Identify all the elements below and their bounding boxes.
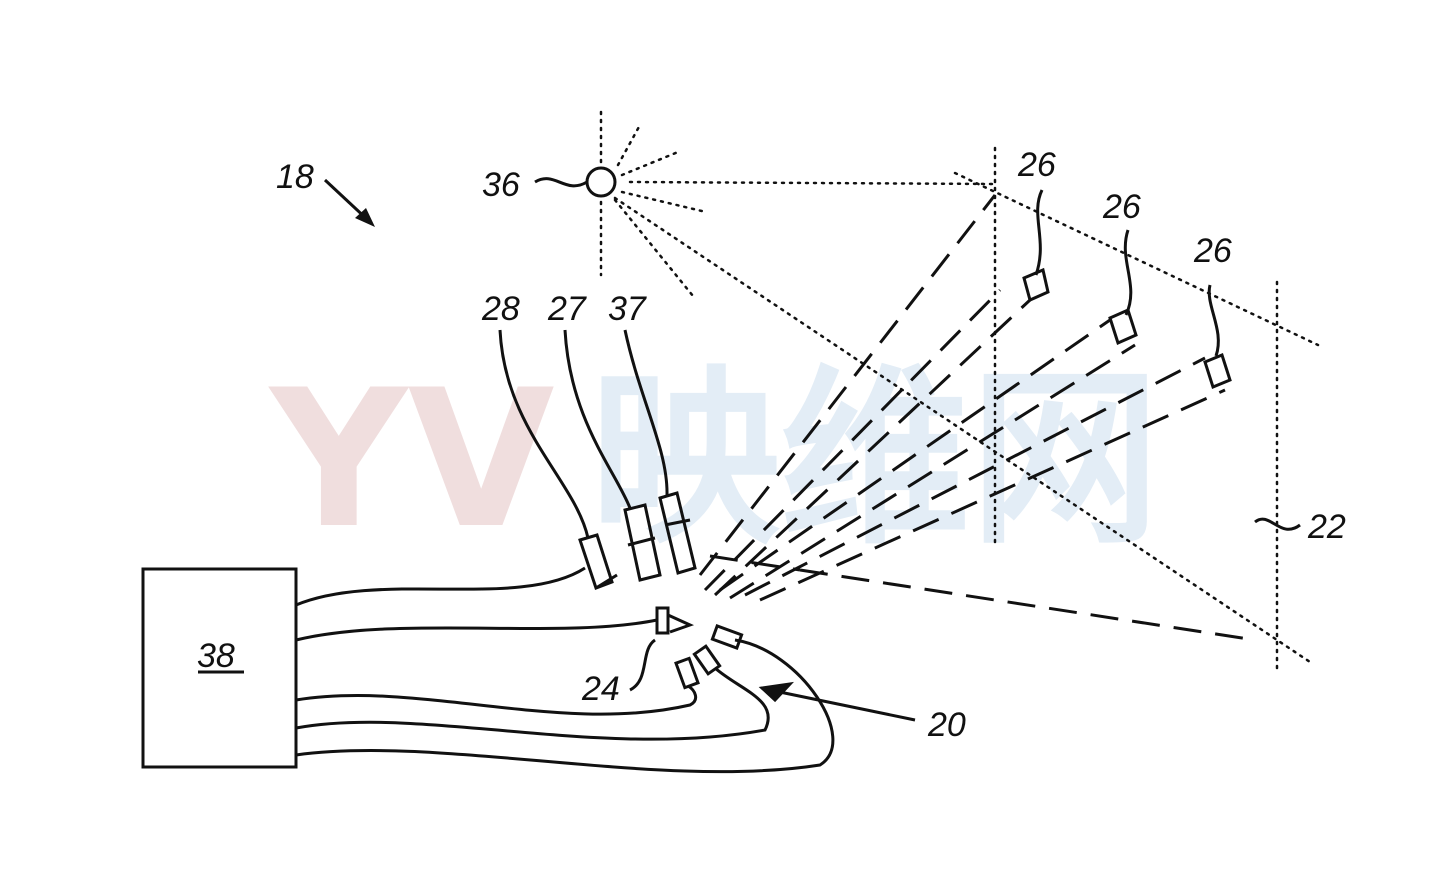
- label-26-b: 26: [1102, 188, 1141, 226]
- label-36: 36: [482, 166, 520, 204]
- leader-36: [534, 177, 588, 188]
- label-37: 37: [608, 290, 647, 328]
- markers: [1022, 189, 1232, 390]
- optical-components: [498, 329, 697, 590]
- projection-rays: [698, 194, 1256, 642]
- watermark-logo: YV: [268, 349, 555, 570]
- target-planes: [953, 146, 1320, 672]
- label-26-a: 26: [1017, 146, 1056, 184]
- label-26-c: 26: [1193, 232, 1232, 270]
- label-27: 27: [547, 290, 587, 328]
- label-28: 28: [481, 290, 520, 328]
- leader-22: [1254, 517, 1301, 531]
- system-arrow: [323, 178, 375, 227]
- controller-and-cables: [141, 566, 835, 774]
- label-20: 20: [927, 706, 966, 744]
- label-18: 18: [276, 158, 314, 196]
- light-source: [585, 110, 1312, 664]
- watermark-text: 映维网: [590, 349, 1160, 570]
- sensors: [629, 606, 916, 722]
- label-22: 22: [1307, 508, 1346, 546]
- controller-box: [141, 567, 298, 769]
- label-24: 24: [581, 670, 620, 708]
- label-38: 38: [197, 637, 235, 675]
- watermark: YV 映维网: [268, 349, 1160, 570]
